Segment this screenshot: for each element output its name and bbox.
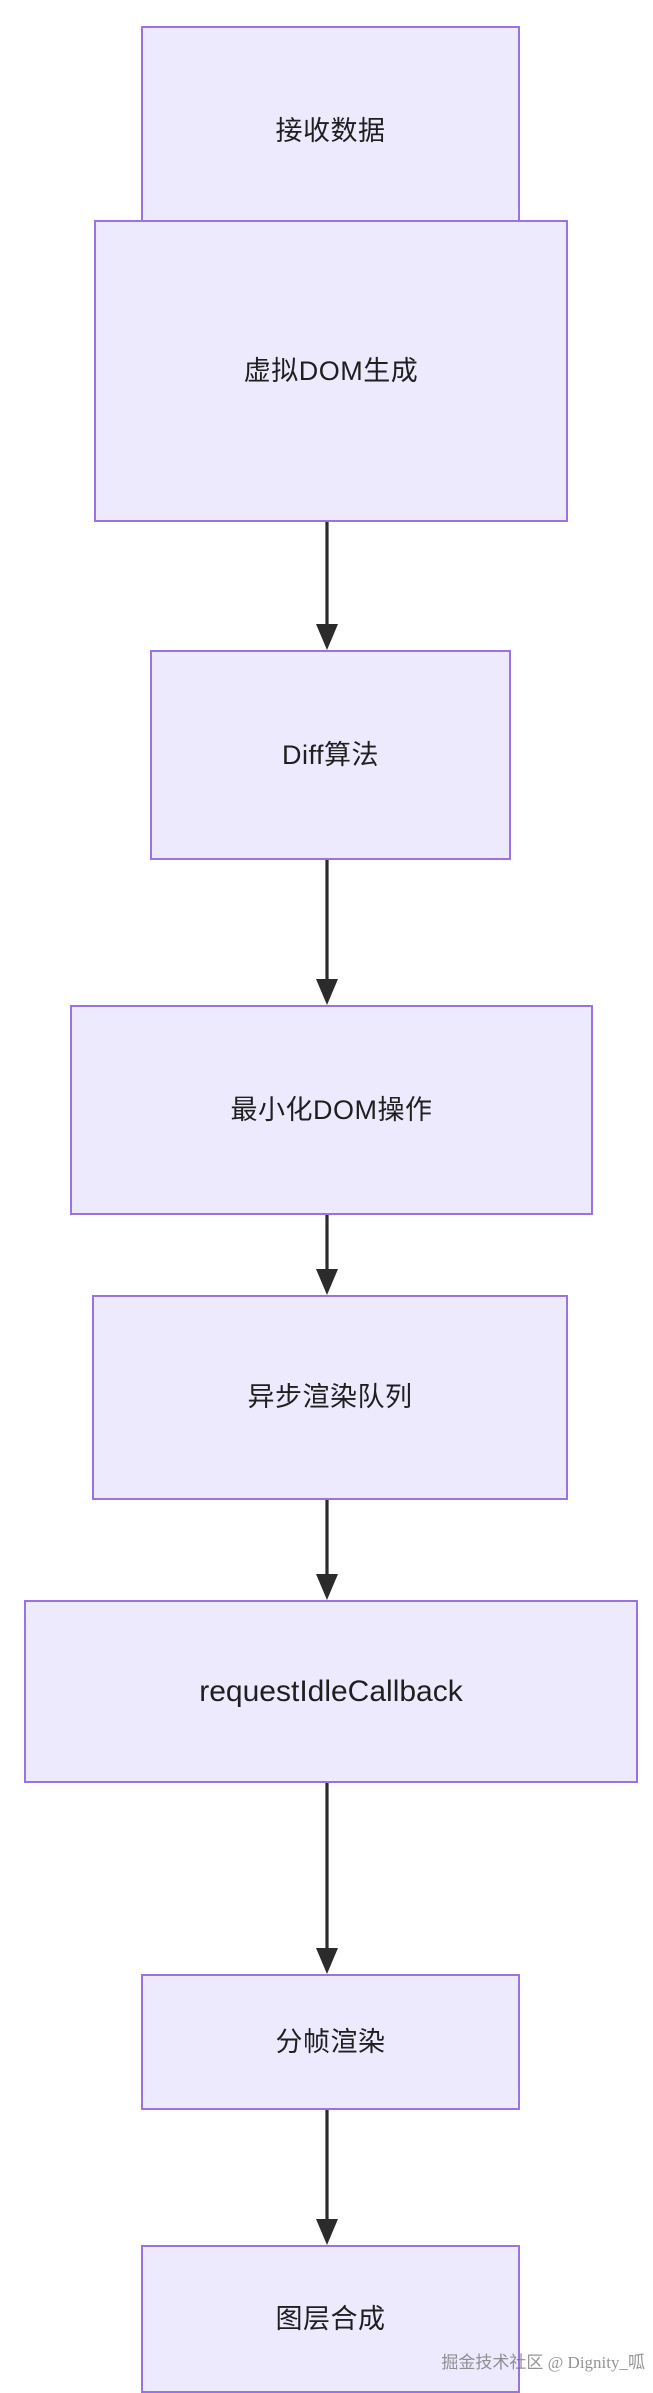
arrowhead-icon bbox=[316, 1574, 338, 1600]
flow-node-n8[interactable]: 图层合成 bbox=[141, 2245, 520, 2393]
flow-edge-n2-to-n3 bbox=[316, 522, 338, 650]
flow-node-n3[interactable]: Diff算法 bbox=[150, 650, 511, 860]
flow-edge-n6-to-n7 bbox=[316, 1783, 338, 1974]
flow-node-n4[interactable]: 最小化DOM操作 bbox=[70, 1005, 593, 1215]
flow-node-n1[interactable]: 接收数据 bbox=[141, 26, 520, 236]
arrowhead-icon bbox=[316, 1948, 338, 1974]
arrowhead-icon bbox=[316, 2219, 338, 2245]
arrowhead-icon bbox=[316, 1269, 338, 1295]
flow-edge-n7-to-n8 bbox=[316, 2110, 338, 2245]
watermark-text: 掘金技术社区 @ Dignity_呱 bbox=[441, 2353, 645, 2372]
flow-node-n5[interactable]: 异步渲染队列 bbox=[92, 1295, 568, 1500]
flow-node-n2[interactable]: 虚拟DOM生成 bbox=[94, 220, 568, 522]
flow-node-n7[interactable]: 分帧渲染 bbox=[141, 1974, 520, 2110]
arrowhead-icon bbox=[316, 624, 338, 650]
arrowhead-icon bbox=[316, 979, 338, 1005]
flow-edge-n4-to-n5 bbox=[316, 1215, 338, 1295]
flow-edge-n3-to-n4 bbox=[316, 860, 338, 1005]
flow-edge-n5-to-n6 bbox=[316, 1500, 338, 1600]
flow-node-n6[interactable]: requestIdleCallback bbox=[24, 1600, 638, 1783]
